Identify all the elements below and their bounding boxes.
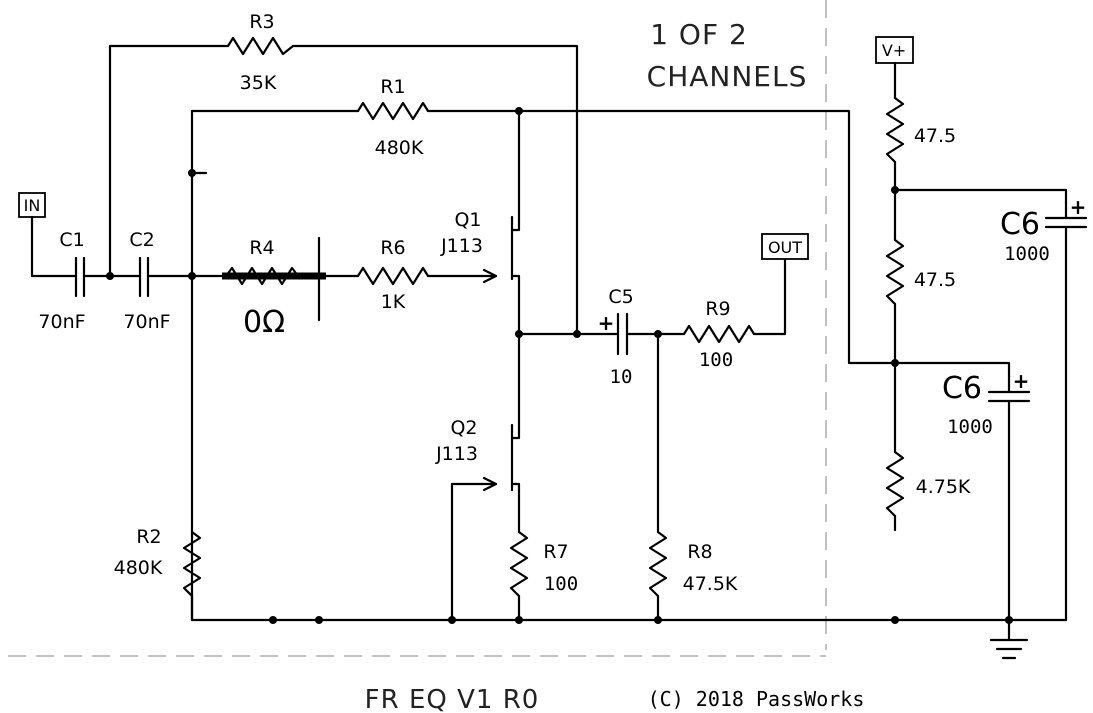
c6-top-value: 1000 [1004, 243, 1050, 265]
q2-part: J113 [435, 443, 478, 465]
capacitor-c6-bottom [893, 361, 1031, 622]
transistor-q2 [450, 332, 521, 622]
c6-bottom-polarity: + [1013, 369, 1030, 393]
r3-value: 35K [240, 72, 277, 94]
r8-name: R8 [687, 541, 712, 563]
r3-name: R3 [249, 11, 274, 33]
output-port: OUT [761, 233, 809, 260]
c5-value: 10 [610, 366, 633, 388]
r7-value: 100 [544, 573, 578, 595]
channel-note-line1: 1 OF 2 [650, 18, 748, 51]
footer-copyright: (C) 2018 PassWorks [648, 687, 865, 711]
c1-name: C1 [59, 229, 84, 251]
resistor-r3 [108, 36, 579, 336]
c5-name: C5 [608, 286, 633, 308]
channel-note-line2: CHANNELS [647, 60, 808, 93]
r1-name: R1 [380, 76, 405, 98]
c6-top-polarity: + [1070, 195, 1087, 219]
r2-name: R2 [136, 526, 161, 548]
resistor-r7 [509, 530, 529, 622]
output-port-label: OUT [768, 238, 802, 257]
r4-value: 0Ω [243, 305, 285, 340]
c6-bottom-name: C6 [942, 371, 982, 406]
r9-value: 100 [699, 349, 733, 371]
vplus-port: V+ [875, 36, 914, 64]
r9-name: R9 [705, 298, 730, 320]
r1-value: 480K [375, 137, 424, 159]
resistor-r9 [682, 257, 787, 344]
r7-name: R7 [543, 541, 568, 563]
ground-symbol [989, 618, 1029, 660]
q1-part: J113 [440, 235, 483, 257]
ground-bus [190, 594, 1068, 622]
rs2-value: 47.5 [914, 269, 956, 291]
transistor-q1 [482, 109, 521, 336]
resistor-supply-1 [885, 61, 905, 192]
capacitor-c1 [68, 256, 112, 298]
resistor-supply-3 [885, 361, 905, 532]
footer-title: FR EQ V1 R0 [365, 685, 540, 713]
c5-polarity: + [598, 311, 615, 335]
c2-name: C2 [129, 229, 154, 251]
r8-value: 47.5K [683, 573, 738, 595]
capacitor-c2 [108, 256, 194, 298]
q2-name: Q2 [450, 417, 477, 439]
r4-name: R4 [249, 237, 274, 259]
r6-value: 1K [381, 291, 406, 313]
c6-top-name: C6 [1000, 207, 1040, 242]
c2-value: 70nF [123, 311, 170, 333]
r6-name: R6 [380, 237, 405, 259]
input-port-label: IN [24, 196, 41, 215]
c6-bottom-value: 1000 [947, 416, 993, 438]
resistor-r1 [190, 101, 897, 622]
resistor-supply-2 [885, 188, 905, 365]
vplus-port-label: V+ [882, 41, 906, 60]
resistor-r2 [182, 530, 202, 598]
c1-value: 70nF [38, 311, 85, 333]
q1-name: Q1 [454, 209, 481, 231]
resistor-r8 [648, 332, 668, 622]
capacitor-c6-top [893, 188, 1088, 622]
resistor-r6 [356, 266, 498, 286]
capacitor-c5 [608, 312, 686, 356]
resistor-r4-jumper [222, 236, 360, 322]
r2-value: 480K [114, 557, 163, 579]
rs3-value: 4.75K [916, 476, 971, 498]
rs1-value: 47.5 [914, 125, 956, 147]
input-port: IN [18, 192, 46, 218]
